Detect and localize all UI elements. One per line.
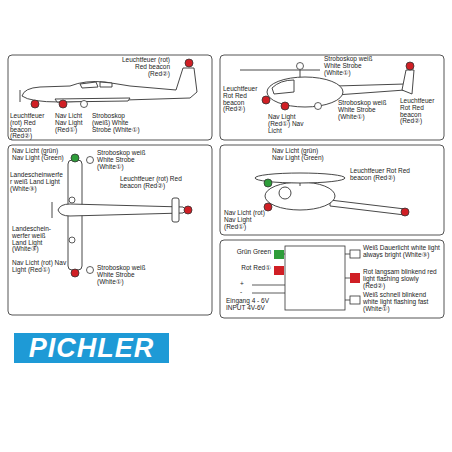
light-label: Nav Licht (grün) Nav Light (Green) [272,148,330,162]
light-label: Leuchtfeuer Rot Red beacon (Red②) [223,86,261,113]
light-label: Stroboskop weiß White Strobe (White①) [97,150,152,170]
light-label: Leuchtfeuer (rot) Red beacon (Red②) [118,57,170,77]
light-label: Nav Licht (grün) Nav Light (Green) [12,148,67,162]
light-label: + [240,281,250,288]
light-label: Stroboskop (weiß) White Strobe (White①) [92,113,144,133]
panel [220,55,444,140]
light-label: Stroboskop weiß White Strobe (White①) [338,100,394,120]
light-label: Landeschein-werfer weiß Land Light (Whit… [12,226,54,253]
light-dots [31,59,414,277]
red-led [350,273,360,283]
panel [220,145,444,235]
light-label: Rot Red① [236,265,271,272]
white-led [350,250,360,258]
green-led [274,250,284,259]
light-label: Nav Light (Red①) Nav Licht [268,114,318,134]
light-label: Grün Green [236,249,271,256]
light-label: Nav Licht (rot) Nav Light (Red①) [12,260,67,274]
airplane-side [20,68,197,102]
panel [220,240,444,318]
airplane-top [52,160,186,270]
light-label: Stroboskop weiß White Strobe (White①) [97,265,152,285]
light-label: Leuchtfeuer Rot Red beacon (Red②) [400,98,442,125]
light-label: Leuchtfeuer Rot Red beacon (Red②) [350,168,412,182]
panel [8,55,212,140]
light-label: Weiß Dauerlicht white light always brigh… [363,245,441,259]
panel [8,145,212,315]
light-label: Landescheinwerfer weiß Land Light (White… [10,172,64,192]
light-label: Nav Licht Nav Light (Red①) [55,113,87,133]
light-label: Stroboskop weiß White Strobe (White①) [324,56,384,76]
light-label: Rot langsam blinkend red light flashing … [363,269,441,289]
light-label: - [240,289,250,296]
light-label: Leuchtfeuer (rot) Red beacon (Red②) [120,176,182,190]
light-label: Weiß schnell blinkend white light flashi… [363,292,441,312]
light-label: Eingang 4 - 6V INPUT 4V-6V [226,298,281,312]
brand-logo: PICHLER [14,333,169,363]
white-led [350,296,360,304]
light-label: Leuchtfeuer (rot) Red beacon (Red②) [10,113,55,140]
red-led [274,266,284,275]
brand-name: PICHLER [29,333,155,364]
light-label: Nav Licht (rot) Nav Light (Red①) [224,210,268,230]
